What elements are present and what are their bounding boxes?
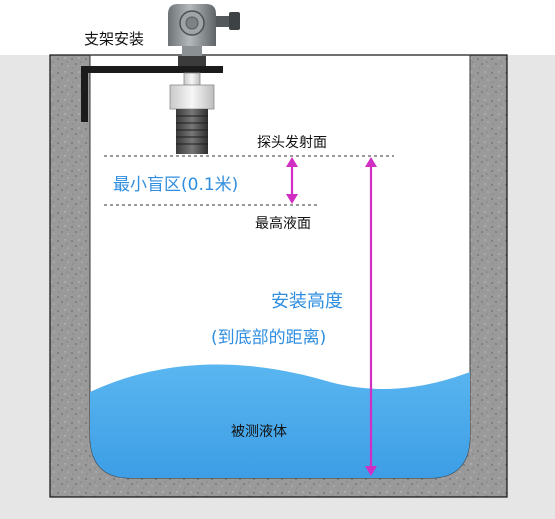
probe-emitting-face-label: 探头发射面 [257, 135, 327, 151]
max-liquid-level-label: 最高液面 [255, 216, 311, 232]
blind-zone-arrow [286, 157, 298, 204]
install-height-arrow [365, 157, 377, 476]
tank-outline [49, 54, 508, 498]
liquid-body [90, 364, 470, 478]
install-height-note-label: (到底部的距离) [211, 328, 327, 348]
min-blind-zone-label: 最小盲区(0.1米) [113, 175, 239, 195]
bracket-mount-label: 支架安装 [84, 30, 145, 48]
install-height-label: 安装高度 [271, 291, 343, 312]
measured-liquid-label: 被测液体 [231, 424, 287, 440]
level-transmitter-icon [168, 4, 240, 154]
mounting-bracket [81, 66, 223, 122]
